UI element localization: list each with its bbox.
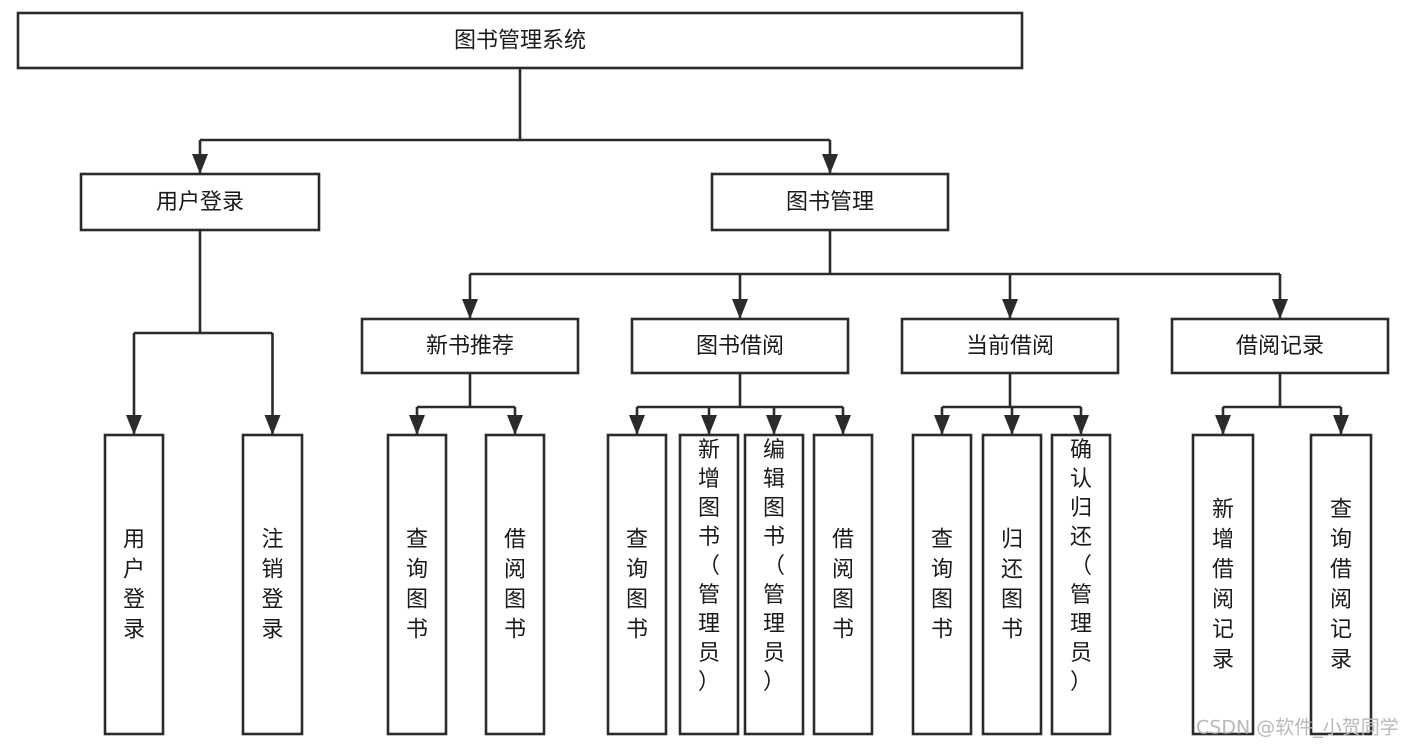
node-current-return-book[interactable]: 归还图书 (981, 433, 1043, 736)
node-box-current-query-book (911, 433, 973, 736)
node-book-borrow[interactable]: 图书借阅 (630, 317, 850, 375)
node-label-current-query-book: 查询图书 (931, 528, 953, 643)
arrow-head-user-logout (264, 415, 281, 435)
arrow-head-record-add (1215, 415, 1231, 435)
node-user-logout[interactable]: 注销登录 (241, 433, 304, 736)
arrow-head-user-login-do (126, 415, 142, 435)
node-borrow-edit-book[interactable]: 编辑图书（管理员） (743, 433, 805, 736)
csdn-watermark: CSDN @软件_小贺同学 (1196, 717, 1399, 739)
node-box-user-logout (241, 433, 304, 736)
node-label-current-borrow: 当前借阅 (966, 334, 1054, 359)
node-label-borrow-borrow-book: 借阅图书 (832, 528, 854, 643)
arrow-head-user-login (192, 154, 208, 174)
node-label-book-manage: 图书管理 (786, 190, 874, 215)
node-borrow-add-book[interactable]: 新增图书（管理员） (678, 433, 740, 736)
node-label-current-confirm-return: 确认归还（管理员） (1070, 438, 1092, 695)
node-box-borrow-borrow-book (812, 433, 874, 736)
node-label-current-return-book: 归还图书 (1001, 528, 1023, 643)
node-root[interactable]: 图书管理系统 (16, 11, 1024, 70)
arrow-head-book-manage (822, 154, 838, 174)
node-label-root: 图书管理系统 (454, 29, 586, 54)
node-box-borrow-edit-book (743, 433, 805, 736)
node-label-user-login: 用户登录 (156, 190, 244, 215)
node-box-book-borrow (630, 317, 850, 375)
node-box-user-login-do (103, 433, 165, 736)
arrow-head-borrow-edit-book (766, 415, 782, 435)
node-new-book-recommend[interactable]: 新书推荐 (360, 317, 580, 375)
arrow-head-borrow-record (1272, 299, 1288, 319)
arrow-head-current-query-book (934, 415, 950, 435)
node-current-confirm-return[interactable]: 确认归还（管理员） (1050, 433, 1112, 736)
node-record-add[interactable]: 新增借阅记录 (1191, 433, 1255, 736)
node-label-book-borrow: 图书借阅 (696, 334, 784, 359)
arrow-head-record-query (1333, 415, 1349, 435)
connectors-layer (126, 68, 1349, 435)
node-label-user-logout: 注销登录 (261, 528, 283, 643)
node-recommend-query-book[interactable]: 查询图书 (386, 433, 448, 736)
arrow-head-borrow-query-book (629, 415, 645, 435)
arrow-head-current-return-book (1004, 415, 1020, 435)
arrow-head-recommend-borrow-book (507, 415, 523, 435)
node-borrow-borrow-book[interactable]: 借阅图书 (812, 433, 874, 736)
arrow-head-current-confirm-return (1073, 415, 1089, 435)
node-label-new-book-recommend: 新书推荐 (426, 334, 514, 359)
arrow-head-borrow-add-book (701, 415, 717, 435)
node-box-recommend-borrow-book (484, 433, 546, 736)
node-box-current-borrow (900, 317, 1120, 375)
node-box-borrow-query-book (606, 433, 668, 736)
arrow-head-recommend-query-book (409, 415, 425, 435)
node-borrow-record[interactable]: 借阅记录 (1170, 317, 1390, 375)
node-user-login[interactable]: 用户登录 (79, 172, 321, 232)
node-label-borrow-edit-book: 编辑图书（管理员） (763, 438, 785, 695)
node-box-new-book-recommend (360, 317, 580, 375)
node-box-record-add (1191, 433, 1255, 736)
node-current-query-book[interactable]: 查询图书 (911, 433, 973, 736)
node-book-manage[interactable]: 图书管理 (710, 172, 950, 232)
node-label-borrow-query-book: 查询图书 (626, 528, 648, 643)
arrow-head-current-borrow (1002, 299, 1018, 319)
node-label-borrow-add-book: 新增图书（管理员） (698, 438, 720, 695)
node-label-recommend-borrow-book: 借阅图书 (504, 528, 526, 643)
arrow-head-borrow-borrow-book (835, 415, 851, 435)
node-box-borrow-add-book (678, 433, 740, 736)
node-user-login-do[interactable]: 用户登录 (103, 433, 165, 736)
arrow-head-new-book-recommend (462, 299, 478, 319)
node-borrow-query-book[interactable]: 查询图书 (606, 433, 668, 736)
node-box-record-query (1309, 433, 1373, 736)
node-current-borrow[interactable]: 当前借阅 (900, 317, 1120, 375)
node-box-recommend-query-book (386, 433, 448, 736)
node-label-recommend-query-book: 查询图书 (406, 528, 428, 643)
node-label-borrow-record: 借阅记录 (1236, 334, 1324, 359)
node-label-record-add: 新增借阅记录 (1212, 498, 1234, 673)
node-box-book-manage (710, 172, 950, 232)
node-record-query[interactable]: 查询借阅记录 (1309, 433, 1373, 736)
arrow-head-book-borrow (732, 299, 748, 319)
node-box-root (16, 11, 1024, 70)
node-box-user-login (79, 172, 321, 232)
node-recommend-borrow-book[interactable]: 借阅图书 (484, 433, 546, 736)
node-box-current-return-book (981, 433, 1043, 736)
nodes-layer: 图书管理系统用户登录图书管理用户登录注销登录新书推荐查询图书借阅图书图书借阅查询… (16, 11, 1390, 736)
node-box-current-confirm-return (1050, 433, 1112, 736)
node-label-record-query: 查询借阅记录 (1330, 498, 1352, 673)
node-label-user-login-do: 用户登录 (123, 528, 145, 643)
node-box-borrow-record (1170, 317, 1390, 375)
